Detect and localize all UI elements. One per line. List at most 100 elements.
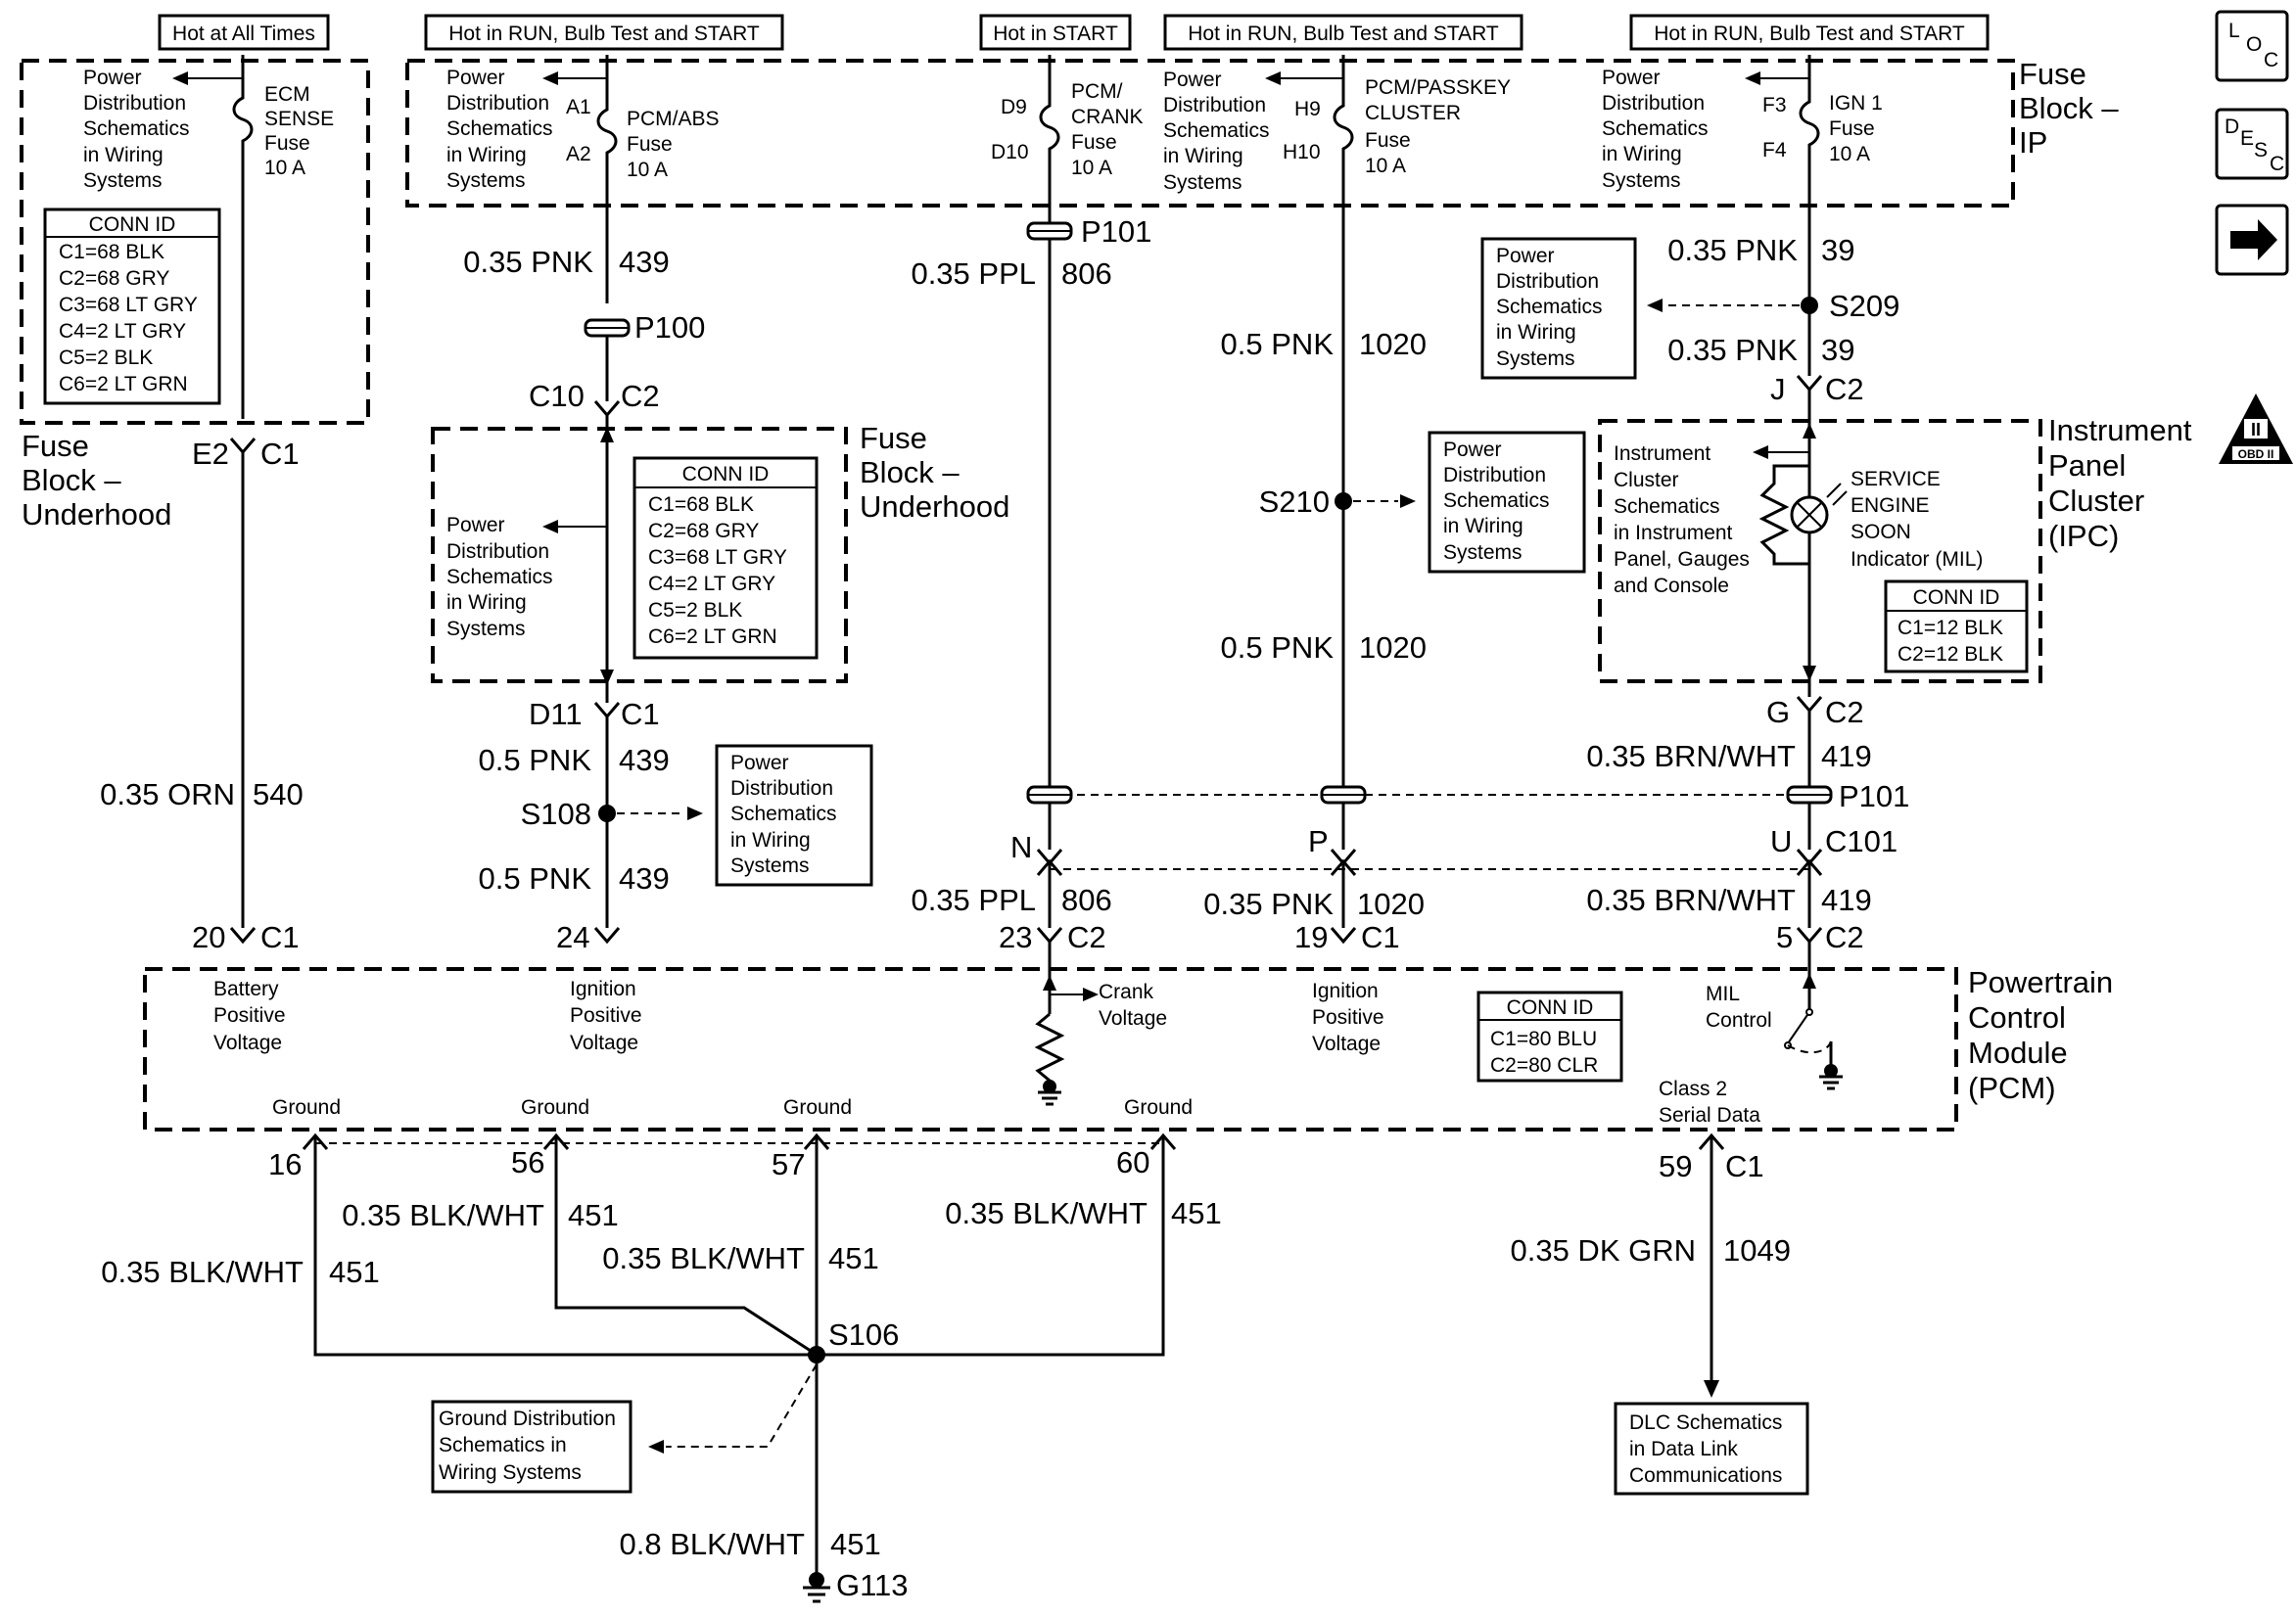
pds-ref-ecm: Power Distribution Schematics in Wiring …: [83, 67, 243, 192]
svg-text:60: 60: [1116, 1145, 1149, 1179]
svg-text:Underhood: Underhood: [22, 497, 171, 531]
pcm-ignition-label-1: Ignition Positive Voltage: [570, 978, 642, 1054]
wire-806-b: 0.35 PPL 806: [911, 883, 1111, 917]
svg-text:0.35 DK GRN: 0.35 DK GRN: [1510, 1233, 1696, 1268]
svg-text:CLUSTER: CLUSTER: [1365, 102, 1461, 124]
svg-text:0.35 ORN: 0.35 ORN: [100, 777, 235, 811]
svg-text:C: C: [2264, 49, 2278, 71]
svg-text:(PCM): (PCM): [1968, 1071, 2056, 1105]
fuse-block-underhood-mid-label: Fuse Block – Underhood: [860, 421, 1009, 524]
svg-text:O: O: [2246, 33, 2262, 56]
svg-text:Cluster: Cluster: [1614, 469, 1679, 491]
connector-j-c2: J C2: [1770, 372, 1864, 406]
svg-text:Fuse: Fuse: [22, 429, 89, 463]
loc-icon[interactable]: L O C: [2215, 10, 2289, 82]
pcm-label: Powertrain Control Module (PCM): [1968, 965, 2113, 1105]
svg-text:Power: Power: [83, 67, 142, 89]
svg-text:Fuse: Fuse: [860, 421, 927, 455]
svg-text:D11: D11: [529, 697, 583, 731]
svg-text:0.35 PNK: 0.35 PNK: [1667, 333, 1798, 367]
svg-text:439: 439: [619, 861, 670, 896]
svg-text:C2=12 BLK: C2=12 BLK: [1898, 643, 2003, 666]
wire-540: 0.35 ORN 540: [100, 452, 304, 928]
svg-text:D9: D9: [1001, 96, 1027, 118]
svg-text:OBD II: OBD II: [2238, 447, 2274, 461]
svg-text:S108: S108: [521, 797, 591, 831]
svg-text:0.35 BRN/WHT: 0.35 BRN/WHT: [1586, 739, 1796, 773]
connector-g-c2: G C2: [1766, 695, 1864, 729]
connector-e2-c1: E2 C1: [192, 437, 300, 471]
svg-text:C6=2 LT GRN: C6=2 LT GRN: [648, 625, 777, 648]
pcm-ground-labels: Ground Ground Ground Ground: [272, 1096, 1193, 1119]
svg-text:Cluster: Cluster: [2048, 484, 2144, 518]
svg-text:10 A: 10 A: [1071, 157, 1112, 179]
svg-text:451: 451: [828, 1241, 879, 1275]
fuse-block-underhood-mid-outline: [431, 427, 848, 683]
wire-1020-a: 0.5 PNK 1020: [1221, 327, 1427, 361]
fuse-block-ip-label: Fuse Block – IP: [2019, 57, 2119, 160]
svg-text:CONN ID: CONN ID: [682, 463, 770, 485]
svg-text:0.35 BRN/WHT: 0.35 BRN/WHT: [1586, 883, 1796, 917]
svg-text:Control: Control: [1706, 1009, 1772, 1032]
svg-text:1020: 1020: [1359, 630, 1427, 665]
wire-451-56: 0.35 BLK/WHT 451: [342, 1198, 618, 1232]
pds-ref-ign1: Power Distribution Schematics in Wiring …: [1602, 67, 1809, 192]
svg-text:in Instrument: in Instrument: [1614, 522, 1733, 544]
svg-text:59: 59: [1659, 1149, 1692, 1183]
svg-text:D10: D10: [991, 141, 1029, 163]
svg-text:Fuse: Fuse: [627, 133, 673, 156]
svg-text:Hot in RUN, Bulb Test and STAR: Hot in RUN, Bulb Test and START: [1654, 23, 1965, 45]
svg-text:Ground: Ground: [1124, 1096, 1193, 1119]
svg-text:0.35 PPL: 0.35 PPL: [911, 883, 1036, 917]
svg-text:Distribution: Distribution: [1602, 92, 1705, 115]
svg-text:Distribution: Distribution: [83, 92, 186, 115]
obd-ii-icon: II OBD II: [2219, 393, 2293, 464]
svg-text:F3: F3: [1762, 94, 1787, 116]
svg-text:Schematics: Schematics: [83, 117, 190, 140]
svg-text:U: U: [1770, 824, 1792, 858]
svg-text:SERVICE: SERVICE: [1851, 468, 1941, 490]
svg-text:0.5 PNK: 0.5 PNK: [1221, 630, 1335, 665]
svg-text:0.35 BLK/WHT: 0.35 BLK/WHT: [602, 1241, 805, 1275]
svg-text:10 A: 10 A: [627, 159, 668, 181]
svg-text:A1: A1: [566, 96, 591, 118]
svg-text:419: 419: [1821, 883, 1872, 917]
svg-text:Indicator (MIL): Indicator (MIL): [1851, 548, 1983, 571]
svg-text:II: II: [2251, 420, 2261, 439]
svg-text:A2: A2: [566, 143, 591, 165]
svg-text:P101: P101: [1081, 214, 1151, 249]
wire-806-a: 0.35 PPL 806: [911, 256, 1111, 291]
desc-icon[interactable]: D E S C: [2215, 108, 2289, 180]
svg-text:F4: F4: [1762, 139, 1787, 162]
svg-text:Schematics: Schematics: [1496, 296, 1603, 318]
svg-text:C1=12 BLK: C1=12 BLK: [1898, 617, 2003, 639]
svg-text:Distribution: Distribution: [1496, 270, 1599, 293]
svg-text:451: 451: [1171, 1196, 1222, 1230]
svg-text:C1: C1: [1361, 920, 1400, 954]
svg-text:IGN 1: IGN 1: [1829, 92, 1883, 115]
svg-text:0.35 PPL: 0.35 PPL: [911, 256, 1036, 291]
svg-text:P: P: [1308, 824, 1329, 858]
svg-text:in Wiring: in Wiring: [1163, 145, 1243, 167]
next-arrow-icon[interactable]: [2215, 204, 2289, 276]
ipc-schematics-ref: Instrument Cluster Schematics in Instrum…: [1614, 442, 1750, 597]
svg-text:56: 56: [511, 1145, 544, 1179]
svg-text:Distribution: Distribution: [730, 777, 833, 800]
svg-text:Positive: Positive: [1312, 1006, 1384, 1029]
inline-c101: N P U C101: [1010, 824, 1898, 876]
pcm-pins-top: 20 C1 24 23 C2 19 C1 5 C2: [192, 920, 1864, 954]
pcm-ignition-label-2: Ignition Positive Voltage: [1312, 980, 1384, 1055]
svg-text:540: 540: [253, 777, 304, 811]
wire-39-a: 0.35 PNK 39: [1667, 233, 1854, 267]
svg-text:in Wiring: in Wiring: [446, 144, 527, 166]
svg-text:39: 39: [1821, 333, 1854, 367]
svg-text:C2: C2: [1825, 695, 1864, 729]
svg-text:39: 39: [1821, 233, 1854, 267]
svg-text:Ground: Ground: [783, 1096, 852, 1119]
svg-text:CONN ID: CONN ID: [1507, 996, 1594, 1019]
svg-text:L: L: [2228, 20, 2240, 42]
svg-text:Ignition: Ignition: [570, 978, 636, 1000]
pds-ref-s209: Power Distribution Schematics in Wiring …: [1480, 237, 1637, 380]
svg-text:Systems: Systems: [446, 618, 526, 640]
svg-text:C2: C2: [1825, 372, 1864, 406]
